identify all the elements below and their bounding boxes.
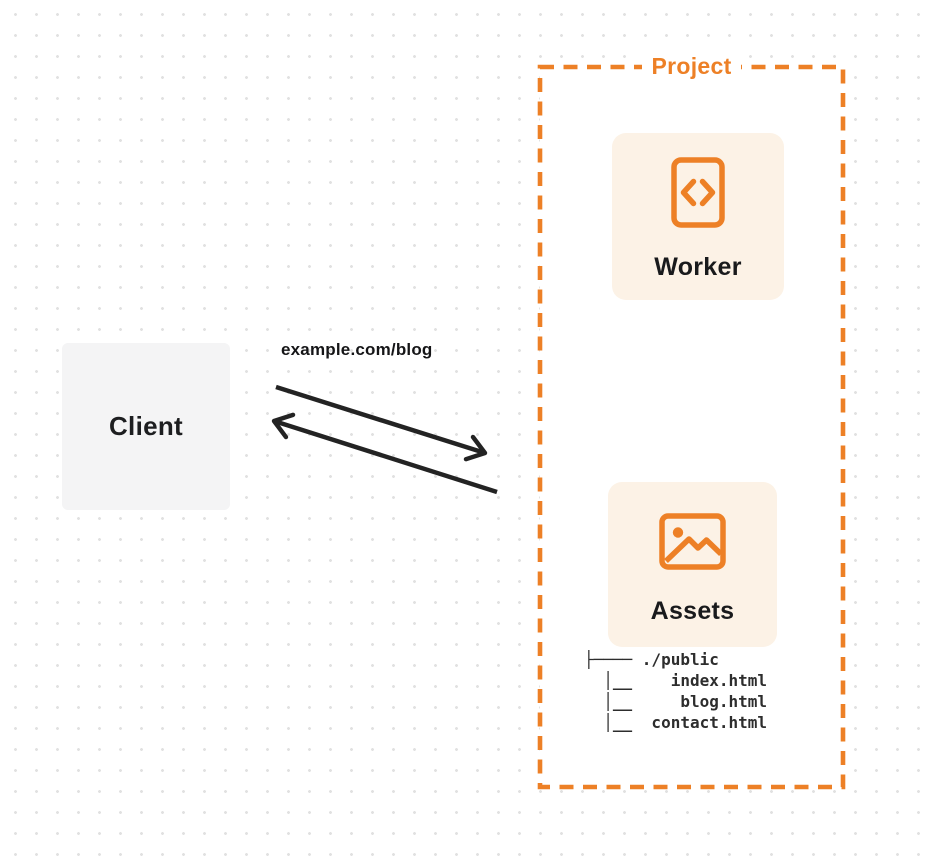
worker-node: Worker	[612, 133, 784, 300]
client-node: Client	[62, 343, 230, 510]
response-arrow	[271, 412, 498, 495]
assets-label: Assets	[650, 597, 735, 625]
project-label: Project	[642, 49, 741, 83]
request-url-label: example.com/blog	[281, 340, 433, 359]
client-label: Client	[108, 411, 184, 441]
project-label-row: Project	[540, 49, 843, 83]
image-icon	[659, 513, 726, 570]
worker-label: Worker	[654, 253, 742, 281]
assets-file-tree: ├──── ./public │__ index.html │__ blog.h…	[584, 650, 768, 732]
code-brackets-icon	[671, 157, 725, 228]
request-arrow	[275, 384, 488, 462]
assets-node: Assets	[608, 482, 777, 647]
